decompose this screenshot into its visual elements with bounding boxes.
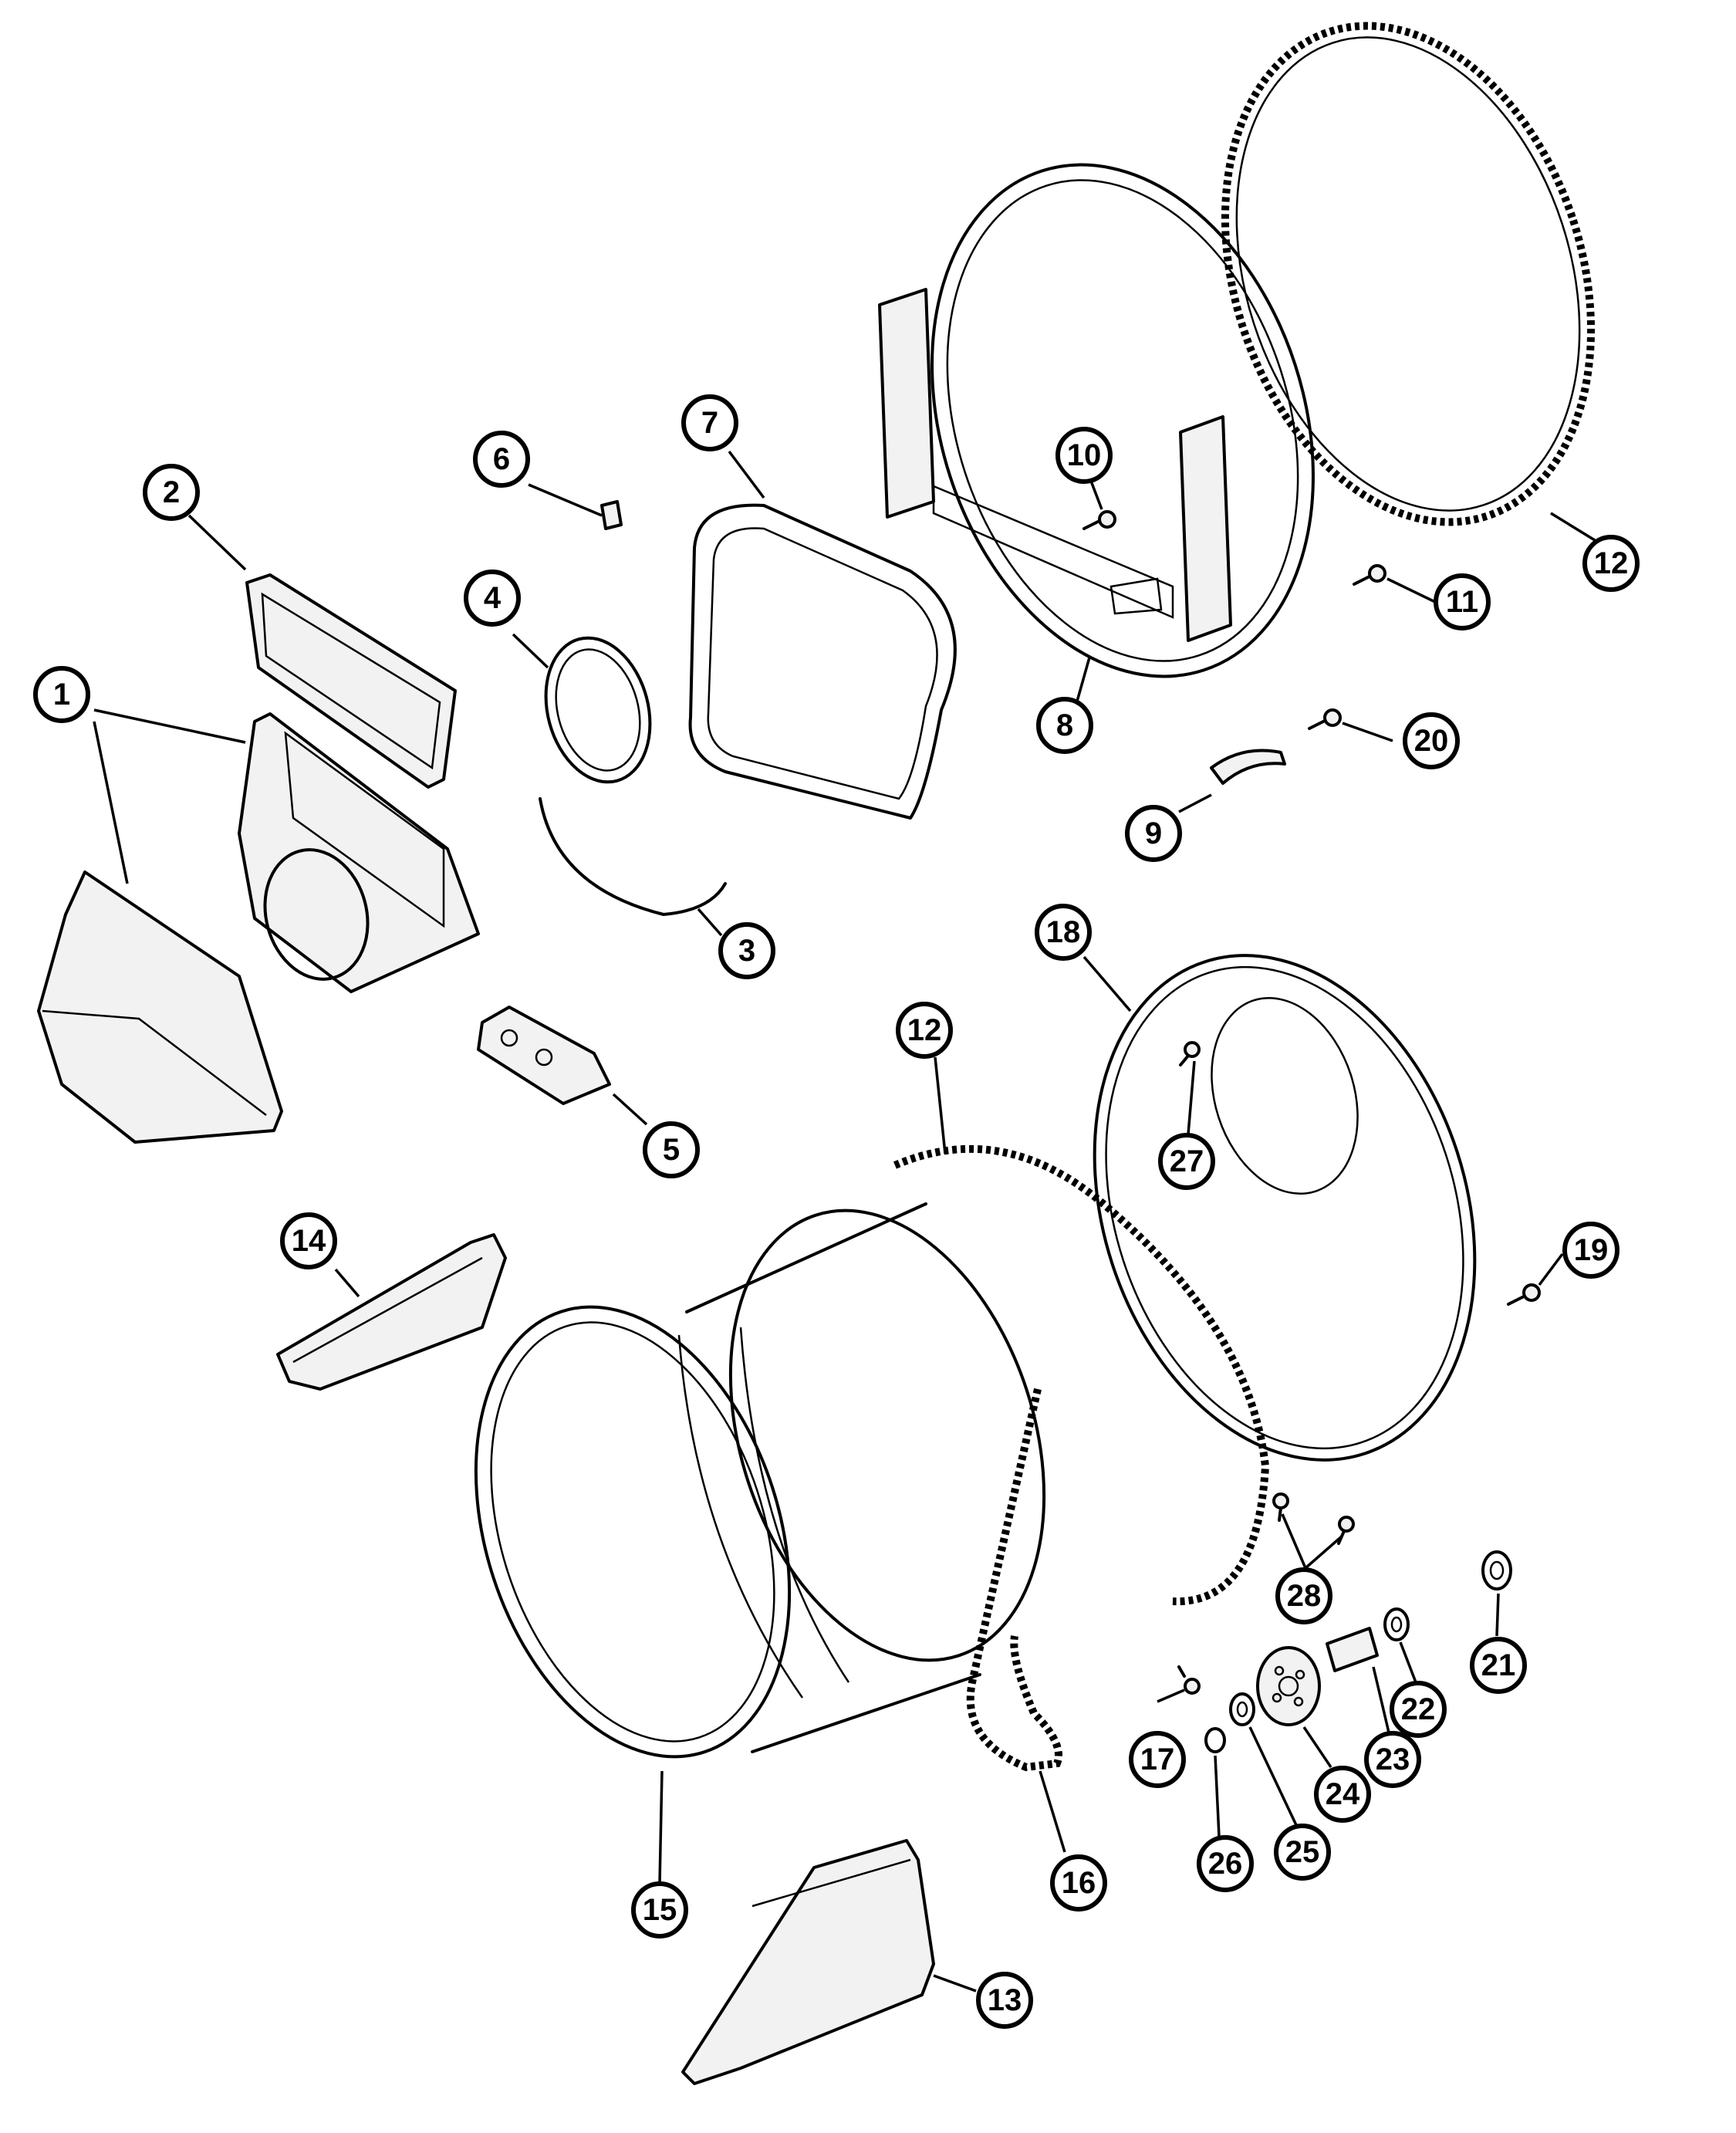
svg-text:14: 14 (292, 1224, 326, 1258)
part-6-clip (600, 500, 623, 530)
svg-text:13: 13 (988, 1983, 1022, 2017)
svg-text:6: 6 (493, 442, 510, 476)
part-24-roller-wheel (1256, 1646, 1321, 1726)
callout-3: 3 (718, 922, 775, 979)
callout-23: 23 (1364, 1731, 1421, 1788)
callout-2: 2 (143, 464, 200, 521)
svg-text:20: 20 (1414, 724, 1449, 758)
callout-6: 6 (473, 431, 530, 488)
part-5-bracket (477, 1006, 611, 1105)
svg-text:15: 15 (643, 1893, 677, 1927)
part-18-rear-bulkhead (1093, 954, 1477, 1462)
svg-text:10: 10 (1067, 438, 1102, 472)
part-25-washer (1229, 1692, 1255, 1726)
part-1-duct-housing-front (37, 870, 283, 1144)
callout-1: 1 (33, 666, 90, 723)
callout-11: 11 (1434, 573, 1491, 630)
part-11-screw (1353, 564, 1386, 586)
part-12-top-gasket-ring (1221, 22, 1596, 526)
svg-text:3: 3 (738, 934, 755, 968)
callout-7: 7 (681, 394, 738, 451)
svg-text:23: 23 (1376, 1743, 1410, 1776)
part-21-washer (1481, 1550, 1512, 1590)
callout-10: 10 (1055, 427, 1113, 484)
callout-28: 28 (1275, 1567, 1332, 1624)
part-8-front-bulkhead (878, 163, 1315, 678)
part-20-screw (1308, 708, 1342, 730)
callout-4: 4 (464, 570, 521, 627)
svg-text:27: 27 (1170, 1144, 1204, 1178)
part-27-screw (1179, 1041, 1201, 1066)
svg-text:4: 4 (484, 581, 502, 615)
svg-text:17: 17 (1140, 1743, 1175, 1776)
svg-text:7: 7 (701, 406, 718, 440)
leader-lines (93, 450, 1606, 1993)
svg-text:25: 25 (1285, 1835, 1320, 1869)
part-16-drive-belt (966, 1388, 1062, 1772)
callout-24: 24 (1314, 1766, 1371, 1823)
part-9-bracket-clip (1210, 749, 1286, 785)
callout-9: 9 (1125, 805, 1182, 862)
svg-text:11: 11 (1446, 585, 1478, 619)
part-10-screw (1082, 510, 1116, 530)
callout-22: 22 (1390, 1681, 1447, 1738)
svg-text:24: 24 (1326, 1777, 1360, 1811)
svg-text:22: 22 (1401, 1692, 1436, 1726)
callout-26: 26 (1197, 1835, 1254, 1892)
svg-text:1: 1 (53, 678, 70, 712)
callout-16: 16 (1050, 1854, 1107, 1912)
part-4-duct-seal (544, 636, 652, 784)
svg-text:8: 8 (1056, 708, 1073, 742)
callout-5: 5 (643, 1121, 700, 1178)
svg-text:2: 2 (163, 475, 180, 509)
callout-21: 21 (1470, 1637, 1527, 1694)
part-15-drum (474, 1202, 1046, 1759)
callout-14: 14 (280, 1212, 337, 1269)
callout-8: 8 (1036, 697, 1093, 754)
svg-text:12: 12 (907, 1013, 942, 1047)
part-12-lower-gasket (893, 1144, 1270, 1606)
callout-13: 13 (976, 1972, 1033, 2029)
part-7-front-seal (688, 503, 957, 820)
part-3-wire (539, 797, 727, 916)
part-1-filter-housing-rear (238, 712, 480, 993)
svg-text:28: 28 (1287, 1579, 1322, 1613)
callout-17: 17 (1129, 1731, 1186, 1788)
callout-18: 18 (1035, 904, 1092, 961)
svg-text:9: 9 (1145, 816, 1162, 850)
callout-20: 20 (1403, 712, 1460, 769)
callout-12-lower: 12 (896, 1002, 953, 1059)
callout-12-top: 12 (1582, 535, 1640, 592)
callout-19: 19 (1562, 1222, 1619, 1279)
svg-text:12: 12 (1594, 546, 1629, 580)
part-26-nut (1204, 1727, 1226, 1753)
callout-27: 27 (1158, 1133, 1215, 1190)
part-19-screw (1507, 1283, 1541, 1306)
svg-text:16: 16 (1062, 1866, 1096, 1900)
svg-text:19: 19 (1574, 1233, 1609, 1267)
part-17-screw (1177, 1665, 1201, 1695)
callout-25: 25 (1274, 1824, 1331, 1881)
part-23-shaft (1326, 1627, 1379, 1672)
part-22-washer (1383, 1607, 1410, 1641)
svg-text:18: 18 (1046, 915, 1081, 949)
part-14-duct (276, 1233, 507, 1391)
svg-text:5: 5 (663, 1133, 680, 1167)
part-2-lint-filter (245, 573, 457, 789)
svg-text:26: 26 (1208, 1847, 1243, 1881)
callout-15: 15 (631, 1881, 688, 1939)
svg-text:21: 21 (1481, 1648, 1516, 1682)
part-13-duct-cover (681, 1839, 935, 2085)
